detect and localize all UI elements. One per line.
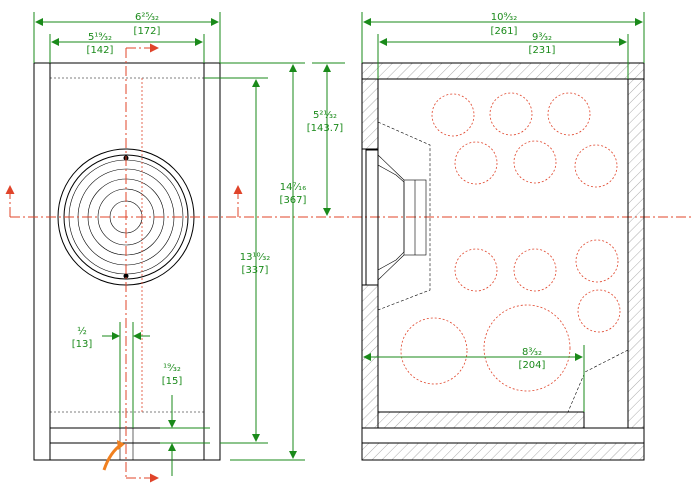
hole [513, 140, 557, 184]
inner-height-label: 13¹⁰⁄₃₂ [240, 252, 270, 263]
front-width-label: 6²⁵⁄₃₂ [135, 12, 159, 23]
driver-x-label: 5¹⁹⁄₃₂ [88, 32, 112, 43]
hole [489, 92, 533, 136]
driver-height-mm-label: [143.7] [307, 123, 344, 134]
front-baffle-upper [361, 78, 379, 150]
cabinet-outline [361, 62, 645, 461]
foot-height-mm-label: [15] [162, 376, 183, 387]
inner-height-mm-label: [337] [242, 265, 269, 276]
driver-side-profile [365, 149, 427, 286]
driver-frame [365, 149, 379, 286]
view-direction-marker-head [117, 440, 125, 450]
hole [575, 239, 619, 283]
bottom-foot [361, 442, 645, 461]
hole [513, 248, 557, 292]
inner-depth-label: 9³⁄₃₂ [532, 32, 552, 43]
top-wall [361, 62, 645, 80]
hole [483, 304, 571, 392]
side-depth-mm-label: [261] [491, 26, 518, 37]
back-wall [627, 78, 645, 429]
brace-diagonal-bottom [567, 349, 629, 413]
front-outer-outline [33, 62, 221, 461]
driver-basket-top [377, 154, 405, 181]
front-view [5, 43, 692, 483]
hole [454, 248, 498, 292]
bottom-depth-label: 8³⁄₃₂ [522, 347, 542, 358]
driver-screw-bottom [123, 273, 129, 279]
board-thk-label: ½ [77, 325, 87, 337]
hole [574, 144, 618, 188]
damping-holes [400, 92, 621, 392]
side-section-view [361, 62, 645, 461]
hole [431, 93, 475, 137]
hole [577, 289, 621, 333]
inner-depth-mm-label: [231] [529, 45, 556, 56]
front-dimensions: 6²⁵⁄₃₂ [172] 5¹⁹⁄₃₂ [142] ½ [13] ¹⁹⁄₃₂ [… [33, 12, 345, 476]
side-dimensions: 10⁹⁄₃₂ [261] 9³⁄₃₂ [231] 8³⁄₃₂ [204] [361, 12, 645, 412]
total-height-label: 14⁷⁄₁₆ [280, 182, 306, 193]
hole [400, 317, 468, 385]
driver-x-mm-label: [142] [87, 45, 114, 56]
side-depth-label: 10⁹⁄₃₂ [491, 12, 517, 23]
bottom-depth-mm-label: [204] [519, 360, 546, 371]
hole [454, 141, 498, 185]
front-width-mm-label: [172] [134, 26, 161, 37]
foot-height-label: ¹⁹⁄₃₂ [163, 363, 181, 374]
bottom-brace [377, 411, 585, 429]
driver-height-label: 5²¹⁄₃₂ [313, 110, 337, 121]
board-thk-mm-label: [13] [72, 339, 93, 350]
hole [547, 92, 591, 136]
total-height-mm-label: [367] [280, 195, 307, 206]
driver-basket-bottom [377, 254, 405, 281]
